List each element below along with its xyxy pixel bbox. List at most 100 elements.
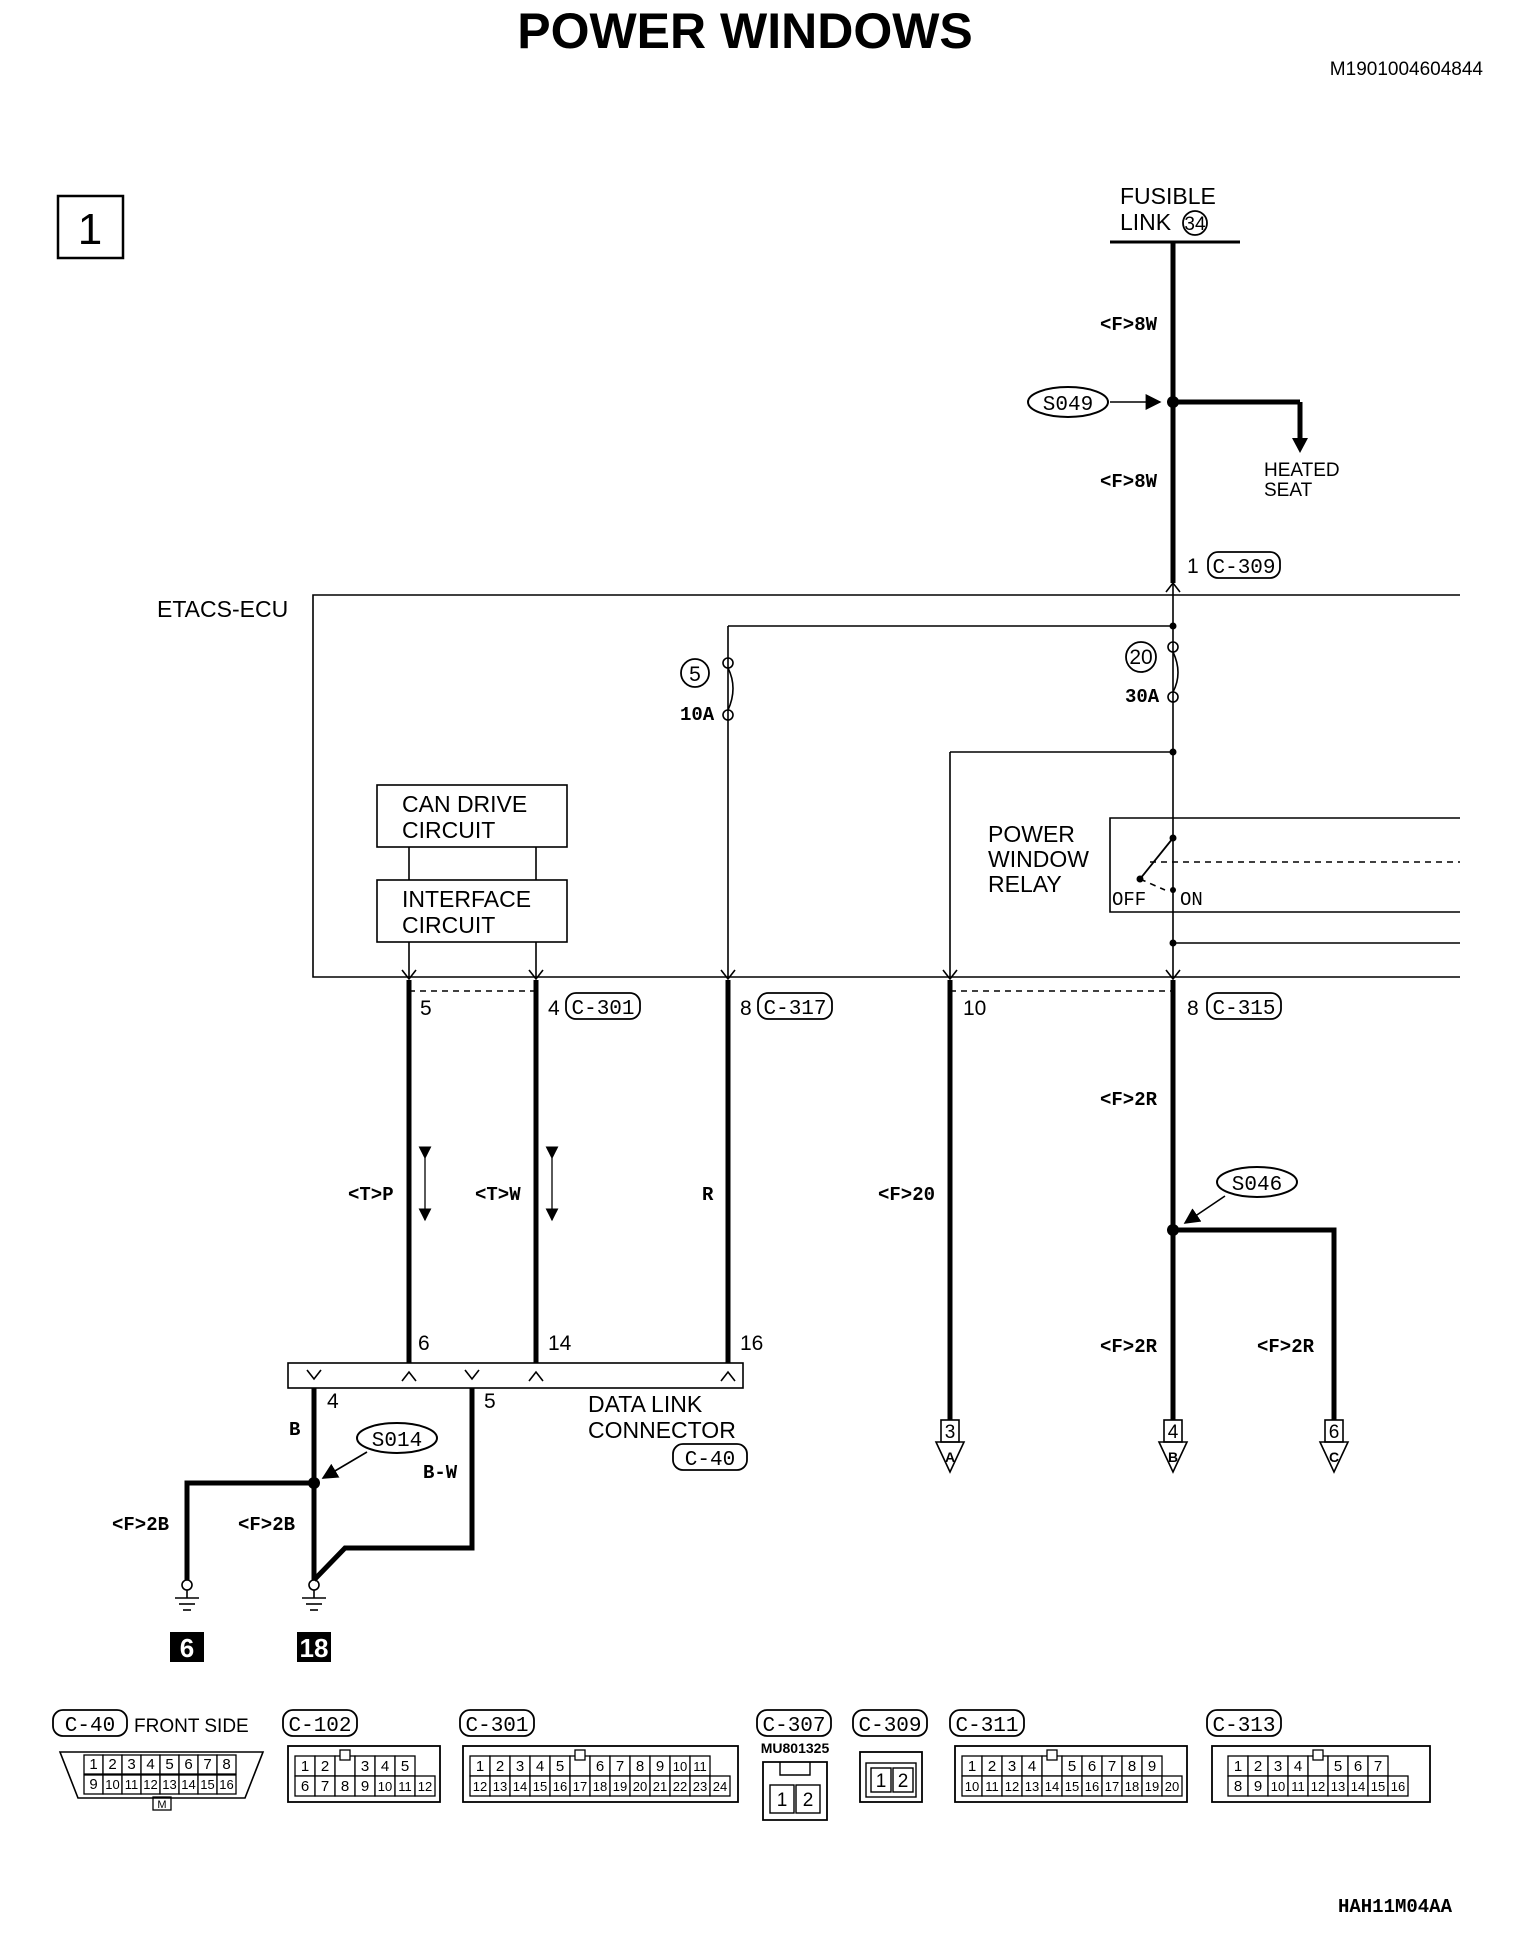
legend-c40-side: FRONT SIDE <box>134 1716 249 1737</box>
wire-label-8w-1: <F>8W <box>1100 314 1158 336</box>
wire-label-8w-2: <F>8W <box>1100 471 1158 493</box>
legend-c102-label: C-102 <box>288 1715 351 1738</box>
heated-seat-label-2: SEAT <box>1264 480 1313 501</box>
etacs-ecu-box <box>312 594 1460 978</box>
offpage-b-num: 4 <box>1168 1422 1179 1443</box>
legend-c301-pin: 16 <box>553 1779 567 1794</box>
ground-number-6: 6 <box>180 1633 194 1663</box>
dlc-pin-arrow-5 <box>464 1369 480 1381</box>
pin-arrow-c315-8 <box>1165 969 1181 981</box>
wire-f2r-branch <box>1173 1227 1337 1420</box>
data-link-label-2: CONNECTOR <box>588 1417 736 1443</box>
legend-c311-pin: 15 <box>1065 1779 1079 1794</box>
offpage-connector-a: 3 A <box>934 1419 966 1474</box>
connector-tag-c301 <box>565 992 641 1020</box>
legend-c301-pin: 1 <box>476 1758 484 1775</box>
legend-c40-pin: 8 <box>222 1756 230 1773</box>
legend-c301-pin: 19 <box>613 1779 627 1794</box>
wire-label-2b-1: <F>2B <box>112 1514 169 1536</box>
pin-dlc-6: 6 <box>418 1332 430 1355</box>
offpage-connector-c: 6 C <box>1318 1419 1350 1474</box>
legend-c301-pin: 2 <box>496 1758 504 1775</box>
legend-c311-pin: 17 <box>1105 1779 1119 1794</box>
wire-label-b: B <box>289 1419 300 1441</box>
legend-c313-pin: 11 <box>1291 1779 1305 1794</box>
offpage-a-letter: A <box>945 1449 955 1465</box>
interface-label-1: INTERFACE <box>402 886 531 912</box>
connector-label-c40: C-40 <box>685 1449 735 1472</box>
relay-label-2: WINDOW <box>988 846 1089 872</box>
pin-c317-8: 8 <box>740 997 752 1020</box>
fuse-5-rating: 10A <box>680 704 715 726</box>
legend-c301-latch <box>574 1749 586 1761</box>
heated-seat-arrow <box>1292 438 1308 453</box>
fuse-20-number-circle <box>1125 641 1157 673</box>
legend-c311-cell <box>1161 1775 1183 1797</box>
wire-label-f2r-3: <F>2R <box>1257 1336 1315 1358</box>
splice-s046 <box>1216 1166 1298 1198</box>
legend-c40-cell <box>216 1754 237 1775</box>
legend-c309: C-309 1 2 <box>852 1709 928 1803</box>
document-code: M1901004604844 <box>1330 59 1484 80</box>
wire-label-tp: <T>P <box>348 1184 394 1206</box>
fuse-20-element <box>1172 651 1179 693</box>
legend-c311-pin: 9 <box>1148 1758 1156 1775</box>
pin-c315-8: 8 <box>1187 997 1199 1020</box>
legend-c301-pin: 11 <box>693 1759 707 1774</box>
pin-c301-4: 4 <box>548 997 560 1020</box>
relay-on-link <box>1139 878 1166 891</box>
legend-c311-pin: 3 <box>1008 1758 1016 1775</box>
legend-c102-pin: 5 <box>401 1758 409 1775</box>
legend-c301-pin: 13 <box>493 1779 507 1794</box>
connector-tag-c40 <box>672 1443 748 1471</box>
legend-c311-pin: 5 <box>1068 1758 1076 1775</box>
wire-label-2b-2: <F>2B <box>238 1514 295 1536</box>
etacs-ecu-label: ETACS-ECU <box>157 596 288 622</box>
dlc-pin-arrow-6 <box>401 1370 417 1382</box>
connector-label-c317: C-317 <box>763 998 826 1021</box>
legend-c311-label: C-311 <box>955 1715 1018 1738</box>
can-drive-label-1: CAN DRIVE <box>402 791 527 817</box>
fuse-5-number: 5 <box>689 663 701 686</box>
legend-c102-pin: 6 <box>301 1778 309 1795</box>
legend-c313-latch <box>1312 1749 1324 1761</box>
pin-c301-5: 5 <box>420 997 432 1020</box>
legend-c313-pin: 3 <box>1274 1758 1282 1775</box>
legend-c102-pin: 12 <box>418 1779 432 1794</box>
legend-c311-pin: 10 <box>965 1779 979 1794</box>
legend-c309-label: C-309 <box>858 1715 921 1738</box>
connector-label-c301: C-301 <box>571 998 634 1021</box>
legend-c40-pin: 2 <box>108 1756 116 1773</box>
legend-c313-pin: 13 <box>1331 1779 1345 1794</box>
data-link-label-1: DATA LINK <box>588 1391 703 1417</box>
legend-c309-pin-1: 1 <box>876 1771 887 1792</box>
legend-c311-pin: 18 <box>1125 1779 1139 1794</box>
splice-s049-label: S049 <box>1043 394 1093 417</box>
connector-label-c309: C-309 <box>1212 557 1275 580</box>
legend-c311-pin: 4 <box>1028 1758 1036 1775</box>
pin-c309-1: 1 <box>1187 555 1199 578</box>
pin-dlc-16: 16 <box>740 1332 763 1355</box>
legend-c40-pin: 16 <box>219 1777 233 1792</box>
splice-s014-pointer <box>321 1451 368 1479</box>
power-window-relay-box <box>1109 817 1460 913</box>
ground-symbol-6 <box>175 1579 199 1611</box>
legend-c40-pin: 15 <box>200 1777 214 1792</box>
legend-c311-pin: 11 <box>985 1779 999 1794</box>
can-drive-circuit-box <box>376 784 568 848</box>
legend-c301-pin: 10 <box>673 1759 687 1774</box>
fuse-20-number: 20 <box>1129 646 1152 669</box>
legend-c301-pin: 6 <box>596 1758 604 1775</box>
relay-on-label: ON <box>1180 889 1203 911</box>
legend-c307-label: C-307 <box>762 1715 825 1738</box>
legend-c313-pin: 7 <box>1374 1758 1382 1775</box>
offpage-a-num: 3 <box>945 1422 956 1443</box>
legend-c102-pin: 3 <box>361 1758 369 1775</box>
legend-c301-pin: 3 <box>516 1758 524 1775</box>
ground-tag-6 <box>170 1632 204 1662</box>
legend-c311-pin: 2 <box>988 1758 996 1775</box>
fuse-20-terminal-b <box>1167 691 1179 703</box>
fuse-5-element <box>727 667 734 711</box>
